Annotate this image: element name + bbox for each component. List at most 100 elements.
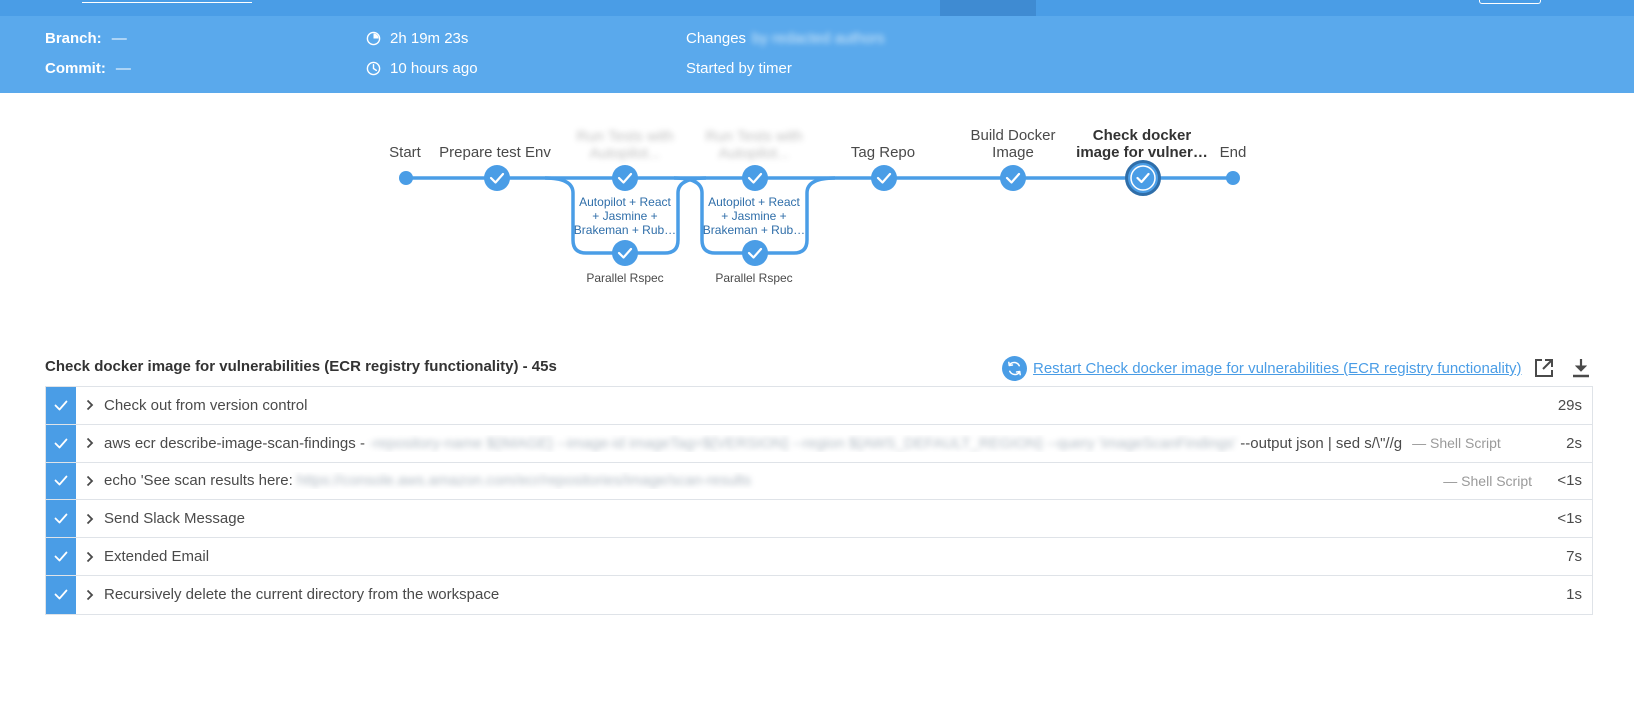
download-log-icon[interactable] bbox=[1569, 356, 1593, 380]
changes-label: Changes bbox=[686, 30, 747, 47]
chevron-right-icon bbox=[86, 400, 94, 411]
parallel-rspec-label-1[interactable]: Parallel Rspec bbox=[586, 271, 664, 285]
step-text: Send Slack Message bbox=[104, 510, 1532, 527]
stage-node-prepare-test-env[interactable] bbox=[483, 164, 511, 192]
stage-node-build-docker-image[interactable] bbox=[999, 164, 1027, 192]
step-title: echo 'See scan results here: bbox=[104, 472, 293, 490]
branch-value: — bbox=[111, 30, 127, 47]
step-duration: 29s bbox=[1557, 396, 1582, 414]
stage-label-line: Build Docker bbox=[970, 127, 1056, 144]
chevron-right-icon bbox=[86, 475, 94, 487]
step-row[interactable]: Send Slack Message <1s bbox=[46, 500, 1592, 539]
stage-label-tag-repo[interactable]: Tag Repo bbox=[850, 144, 916, 161]
refresh-icon bbox=[1008, 361, 1021, 376]
stage-node-run-tests-1[interactable] bbox=[611, 164, 639, 192]
commit-value: — bbox=[115, 60, 131, 77]
started-by-value: Started by timer bbox=[686, 60, 792, 77]
start-node bbox=[399, 171, 413, 185]
branch-label-line: Autopilot + React bbox=[579, 195, 671, 209]
success-check-icon bbox=[742, 240, 768, 266]
success-check-icon bbox=[54, 589, 68, 600]
stage-node-tag-repo[interactable] bbox=[870, 164, 898, 192]
top-nav-strip bbox=[0, 0, 1634, 16]
started-ago-value: 10 hours ago bbox=[390, 60, 478, 77]
steps-list: Check out from version control 29s aws e… bbox=[45, 386, 1593, 615]
stage-node-parallel-rspec-1[interactable] bbox=[611, 239, 639, 267]
restart-stage-link[interactable]: Restart Check docker image for vulnerabi… bbox=[1033, 360, 1522, 377]
step-title: aws ecr describe-image-scan-findings - bbox=[104, 434, 365, 452]
duration-value: 2h 19m 23s bbox=[390, 30, 469, 47]
success-check-icon bbox=[54, 513, 68, 524]
commit-info: Commit: — bbox=[45, 60, 131, 77]
stage-label-line: Image bbox=[992, 144, 1034, 161]
changes-authors[interactable]: by redacted authors bbox=[752, 30, 885, 47]
step-title-redacted: https://console.aws.amazon.com/ecr/repos… bbox=[296, 472, 752, 490]
top-nav-link[interactable] bbox=[82, 0, 252, 3]
started-by-info: Started by timer bbox=[686, 60, 792, 77]
success-check-icon bbox=[742, 165, 768, 191]
step-row[interactable]: aws ecr describe-image-scan-findings - -… bbox=[46, 424, 1592, 463]
step-expand[interactable] bbox=[76, 475, 104, 487]
step-title-suffix: --output json | sed s/\"//g bbox=[1240, 434, 1403, 452]
step-expand[interactable] bbox=[76, 399, 104, 411]
success-check-icon bbox=[54, 438, 68, 449]
step-title: Extended Email bbox=[104, 548, 210, 566]
step-row[interactable]: Recursively delete the current directory… bbox=[46, 575, 1592, 614]
success-check-icon bbox=[54, 400, 68, 411]
chevron-right-icon bbox=[86, 513, 94, 524]
stage-label-prepare-test-env[interactable]: Prepare test Env bbox=[439, 144, 551, 161]
end-node bbox=[1226, 171, 1240, 185]
stage-node-parallel-rspec-2[interactable] bbox=[741, 239, 769, 267]
step-duration: <1s bbox=[1557, 472, 1582, 490]
parallel-rspec-label-2[interactable]: Parallel Rspec bbox=[715, 271, 793, 285]
step-row[interactable]: Check out from version control 29s bbox=[46, 387, 1592, 425]
pipeline-graph: Start Prepare test Env Run Tests with Au… bbox=[0, 93, 1634, 333]
top-nav-button[interactable] bbox=[1479, 0, 1541, 4]
restart-stage[interactable]: Restart Check docker image for vulnerabi… bbox=[1002, 356, 1522, 381]
changes-info: Changes by redacted authors bbox=[686, 30, 885, 47]
step-expand[interactable] bbox=[76, 589, 104, 601]
step-status bbox=[46, 575, 76, 614]
step-type: — Shell Script bbox=[1412, 435, 1501, 452]
stage-label-run-tests-1[interactable]: Run Tests with Autopilot... bbox=[576, 128, 674, 162]
stage-label-run-tests-2[interactable]: Run Tests with Autopilot... bbox=[705, 128, 803, 162]
step-row[interactable]: Extended Email 7s bbox=[46, 538, 1592, 576]
stage-label-check-docker-image[interactable]: Check docker image for vulner… bbox=[1076, 127, 1208, 161]
stage-label-start: Start bbox=[389, 144, 421, 161]
step-text: aws ecr describe-image-scan-findings - -… bbox=[104, 435, 1532, 452]
open-in-new-window-icon[interactable] bbox=[1532, 356, 1556, 380]
step-type: — Shell Script bbox=[1443, 472, 1532, 489]
stage-label-line: Check docker bbox=[1092, 127, 1192, 144]
parallel-branch-label-1[interactable]: Autopilot + React + Jasmine + Brakeman +… bbox=[574, 195, 676, 237]
duration-icon bbox=[366, 31, 381, 46]
success-check-icon bbox=[54, 476, 68, 486]
success-check-icon bbox=[612, 240, 638, 266]
restart-icon[interactable] bbox=[1002, 356, 1027, 381]
stage-label-build-docker-image[interactable]: Build Docker Image bbox=[970, 127, 1055, 161]
parallel-branch-label-2[interactable]: Autopilot + React + Jasmine + Brakeman +… bbox=[703, 195, 805, 237]
pipeline-connectors bbox=[399, 171, 1240, 255]
top-nav-active-tab[interactable] bbox=[940, 0, 1036, 16]
stage-node-check-docker-image-selected[interactable] bbox=[1125, 160, 1161, 196]
step-expand[interactable] bbox=[76, 437, 104, 449]
branch-label: Branch: bbox=[45, 30, 102, 47]
step-text: echo 'See scan results here: https://con… bbox=[104, 472, 1532, 489]
success-check-icon bbox=[612, 165, 638, 191]
step-title: Check out from version control bbox=[104, 396, 308, 414]
step-text: Check out from version control bbox=[104, 397, 1532, 414]
step-title: Recursively delete the current directory… bbox=[104, 586, 500, 604]
step-duration: <1s bbox=[1557, 510, 1582, 528]
stage-node-run-tests-2[interactable] bbox=[741, 164, 769, 192]
step-row[interactable]: echo 'See scan results here: https://con… bbox=[46, 462, 1592, 501]
step-status bbox=[46, 500, 76, 538]
success-check-icon bbox=[1000, 165, 1026, 191]
step-duration: 7s bbox=[1566, 548, 1582, 566]
step-title-redacted: -repository-name ${IMAGE} --image-id ima… bbox=[368, 434, 1237, 452]
step-expand[interactable] bbox=[76, 513, 104, 525]
branch-label-line: + Jasmine + bbox=[721, 209, 787, 223]
step-expand[interactable] bbox=[76, 551, 104, 563]
success-check-icon bbox=[54, 551, 68, 562]
branch-info: Branch: — bbox=[45, 30, 127, 47]
stage-label-line: image for vulner… bbox=[1076, 144, 1208, 161]
success-check-icon bbox=[1125, 160, 1161, 196]
